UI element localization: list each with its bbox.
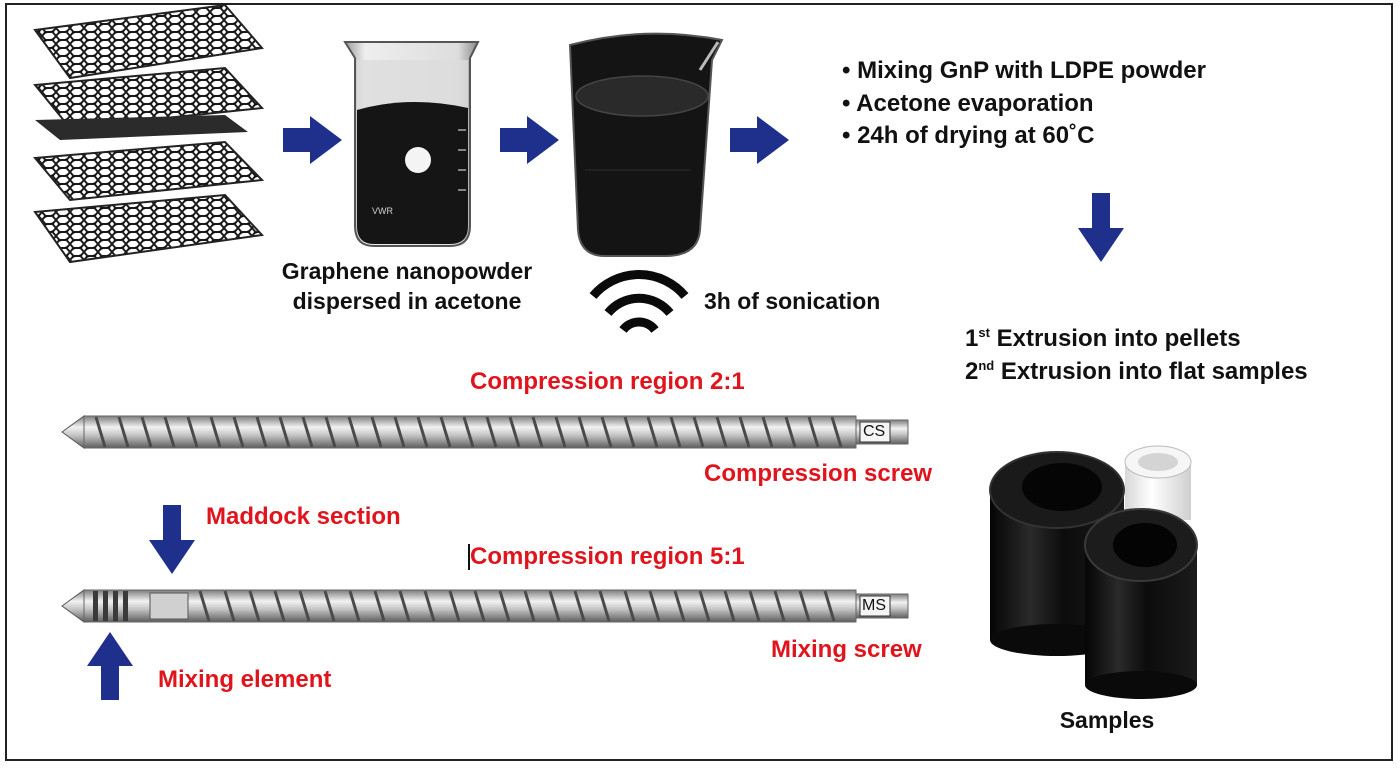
screw-flight <box>163 416 176 448</box>
label-maddock-section: Maddock section <box>206 503 401 530</box>
caption-powder-line1: Graphene nanopowder <box>281 258 533 284</box>
screw-flight <box>523 590 536 622</box>
step-mixing: • Mixing GnP with LDPE powder <box>842 57 1206 84</box>
screw-flight <box>830 416 843 448</box>
screw-flight <box>598 590 611 622</box>
screw-flight <box>209 416 222 448</box>
screw-flight <box>273 590 286 622</box>
label-mixing-element: Mixing element <box>158 666 332 693</box>
screw-flight <box>646 416 659 448</box>
arrow-up-icon <box>87 632 133 700</box>
screw-flight <box>448 590 461 622</box>
screw-flight <box>255 416 268 448</box>
screw-flight <box>715 416 728 448</box>
text-cursor <box>468 544 470 570</box>
screw-flight <box>416 416 429 448</box>
screw-flight <box>347 416 360 448</box>
screw-flight <box>823 590 836 622</box>
screw-flight <box>748 590 761 622</box>
extrusion-second: 2nd Extrusion into flat samples <box>965 358 1308 385</box>
caption-samples: Samples <box>1059 707 1155 733</box>
caption-sonication: 3h of sonication <box>704 288 881 314</box>
arrow-right-icon <box>283 116 342 164</box>
screw-flight <box>370 416 383 448</box>
screw-flight <box>531 416 544 448</box>
beaker-label: VWR <box>372 206 393 216</box>
arrow-down-icon <box>1078 193 1124 262</box>
beaker-powder-icon: VWR <box>343 41 480 247</box>
screw-flight <box>498 590 511 622</box>
screw-flight <box>323 590 336 622</box>
arrow-down-icon <box>149 505 195 574</box>
screw-flight <box>508 416 521 448</box>
screw-flight <box>439 416 452 448</box>
screw-flight <box>186 416 199 448</box>
screw-flight <box>798 590 811 622</box>
screw-flight <box>600 416 613 448</box>
graphene-layers-icon <box>33 3 265 264</box>
step-evaporation: • Acetone evaporation <box>842 90 1094 117</box>
screw-flight <box>462 416 475 448</box>
label-compression-region-2-1: Compression region 2:1 <box>470 368 745 395</box>
screw-flight <box>94 416 107 448</box>
screw-flight <box>577 416 590 448</box>
screw-flight <box>473 590 486 622</box>
arrow-right-icon <box>500 116 559 164</box>
screw-flight <box>773 590 786 622</box>
step-drying: • 24h of drying at 60˚C <box>842 122 1095 149</box>
extrusion-first: 1st Extrusion into pellets <box>965 325 1241 352</box>
screw-flight <box>223 590 236 622</box>
sonication-waves-icon <box>589 270 689 333</box>
screw-flight <box>140 416 153 448</box>
label-mixing-screw: Mixing screw <box>771 636 922 663</box>
screw-flight <box>373 590 386 622</box>
screw-flight <box>673 590 686 622</box>
screw-flight <box>301 416 314 448</box>
screw-flight <box>648 590 661 622</box>
screw-flight <box>232 416 245 448</box>
screw-flight <box>298 590 311 622</box>
screw-flight <box>669 416 682 448</box>
screw-flight <box>573 590 586 622</box>
screw-flight <box>248 590 261 622</box>
label-compression-screw: Compression screw <box>704 460 933 487</box>
screw-flight <box>738 416 751 448</box>
label-compression-region-5-1: Compression region 5:1 <box>470 543 745 570</box>
screw-flight <box>723 590 736 622</box>
beaker-dispersion-icon <box>568 32 724 257</box>
ms-tag: MS <box>862 597 886 614</box>
caption-powder-line2: dispersed in acetone <box>292 288 522 314</box>
cs-tag: CS <box>863 423 886 440</box>
screw-flight <box>324 416 337 448</box>
screw-flight <box>548 590 561 622</box>
screw-flight <box>623 416 636 448</box>
arrow-right-icon <box>730 116 789 164</box>
screw-flight <box>198 590 211 622</box>
screw-flight <box>348 590 361 622</box>
screw-flight <box>623 590 636 622</box>
screw-flight <box>554 416 567 448</box>
screw-flight <box>761 416 774 448</box>
mixing-screw-image <box>61 589 909 623</box>
screw-flight <box>423 590 436 622</box>
compression-screw-image <box>61 415 909 449</box>
screw-flight <box>393 416 406 448</box>
screw-flight <box>485 416 498 448</box>
screw-flight <box>807 416 820 448</box>
screw-flight <box>784 416 797 448</box>
samples-rolls-image <box>989 445 1198 699</box>
figure-border <box>5 3 1393 761</box>
screw-flight <box>692 416 705 448</box>
screw-flight <box>398 590 411 622</box>
screw-flight <box>117 416 130 448</box>
screw-flight <box>278 416 291 448</box>
screw-flight <box>698 590 711 622</box>
